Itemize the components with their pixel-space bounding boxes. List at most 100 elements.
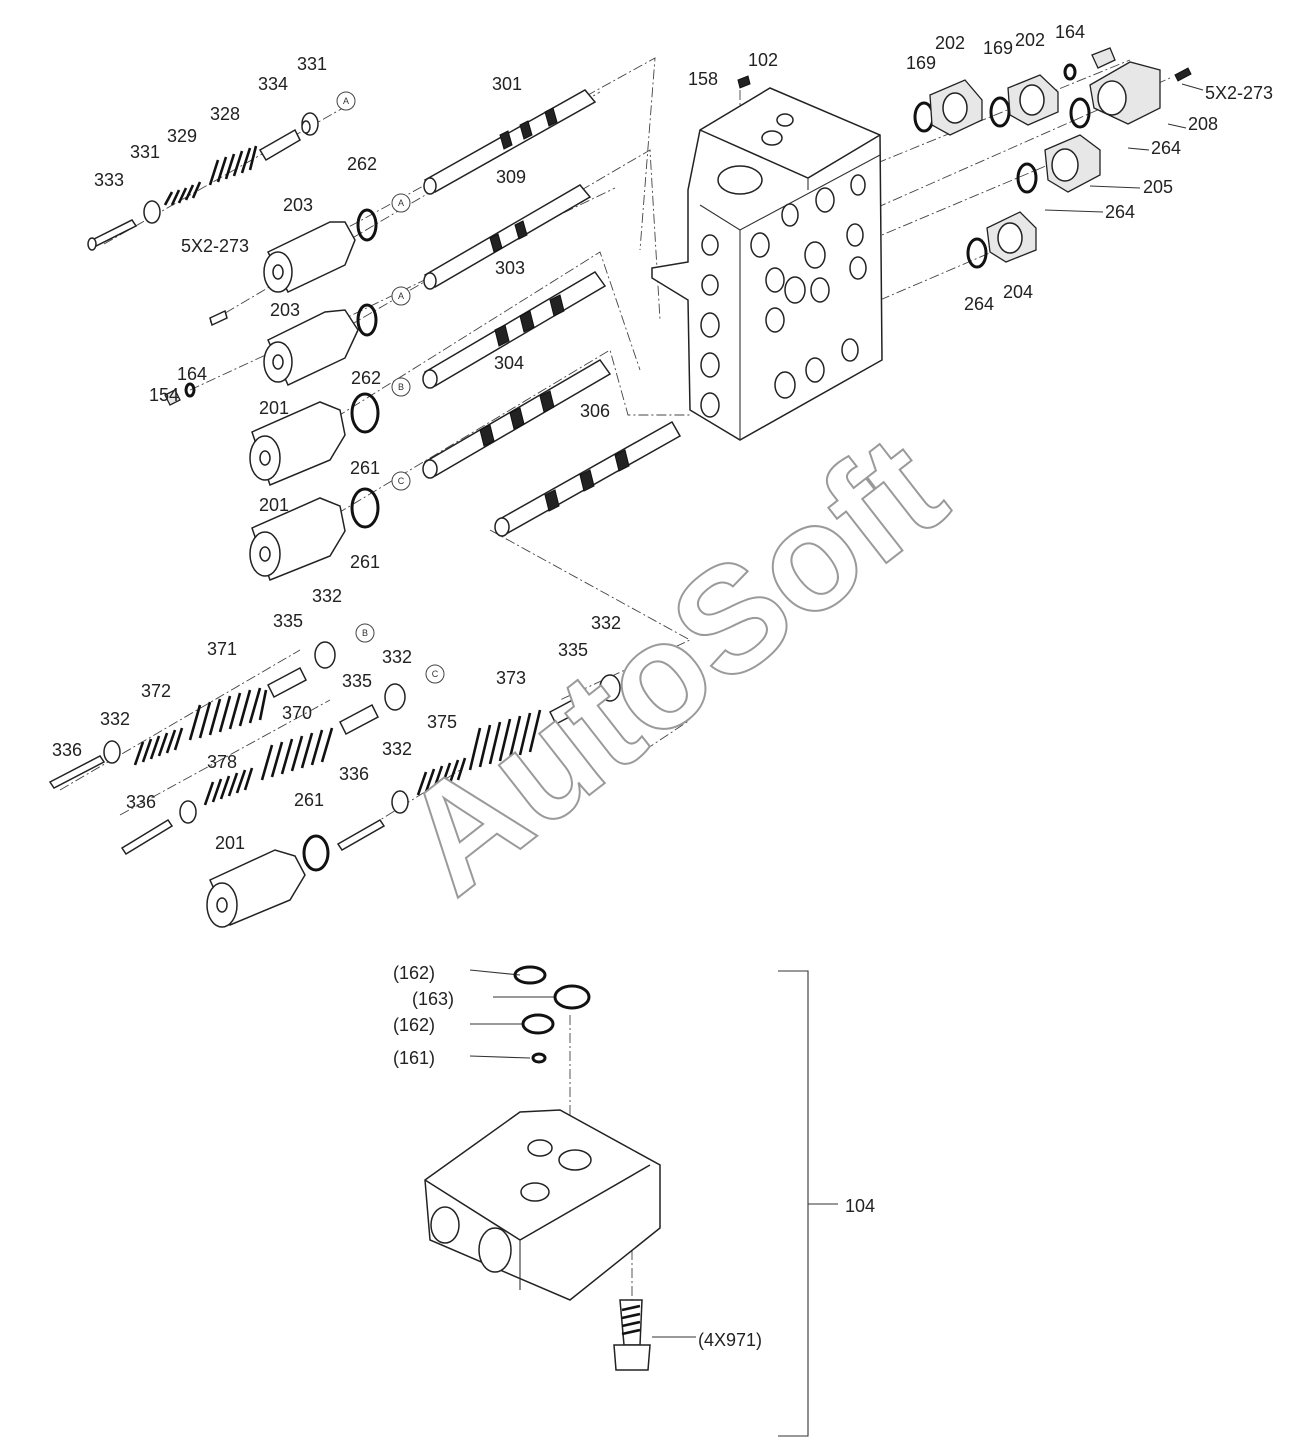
circle-tag: A [391, 286, 411, 306]
callout-label: 264 [964, 294, 994, 314]
callout-label: 375 [427, 712, 457, 732]
callout-label: 372 [141, 681, 171, 701]
callout-label: 201 [259, 398, 289, 418]
circle-tag-letter: C [398, 476, 405, 486]
callout-label: (162) [393, 1015, 435, 1035]
callout-label: 334 [258, 74, 288, 94]
callout-label: 164 [177, 364, 207, 384]
part-callouts: 331 334 328 329 331 333 301 262 309 203 5X2-273 303… [52, 22, 1273, 1350]
callout-label: 331 [297, 54, 327, 74]
callout-label: 201 [259, 495, 289, 515]
callout-label: 262 [347, 154, 377, 174]
callout-label: 331 [130, 142, 160, 162]
callout-label: 336 [339, 764, 369, 784]
circle-tag-letter: A [343, 96, 349, 106]
callout-label: (4X971) [698, 1330, 762, 1350]
callout-label: 332 [382, 739, 412, 759]
circle-tag-letter: A [398, 198, 404, 208]
callout-label: 204 [1003, 282, 1033, 302]
circle-tag: A [391, 193, 411, 213]
valve-body-102 [651, 87, 883, 441]
circle-tag: A [336, 91, 356, 111]
right-side-covers [737, 47, 1192, 269]
spool-303 [422, 271, 607, 389]
circle-reference-tags: A A A B C B C [336, 91, 445, 684]
callout-label: 335 [558, 640, 588, 660]
callout-label: 335 [273, 611, 303, 631]
subassembly-104 [424, 965, 661, 1371]
callout-label: 378 [207, 752, 237, 772]
callout-label: 5X2-273 [1205, 83, 1273, 103]
callout-label: 202 [1015, 30, 1045, 50]
callout-label: 332 [100, 709, 130, 729]
callout-label: 373 [496, 668, 526, 688]
spool-306 [494, 420, 682, 537]
callout-label: (161) [393, 1048, 435, 1068]
callout-label: 208 [1188, 114, 1218, 134]
callout-label: 332 [382, 647, 412, 667]
solenoids-upper [164, 208, 380, 581]
callout-label: 158 [688, 69, 718, 89]
callout-label: 203 [270, 300, 300, 320]
circle-tag: C [391, 471, 411, 491]
circle-tag-ring [391, 377, 411, 397]
callout-label: 336 [52, 740, 82, 760]
circle-tag-ring [336, 91, 356, 111]
callout-label: 102 [748, 50, 778, 70]
body-ports [700, 174, 867, 418]
callout-label: 202 [935, 33, 965, 53]
callout-label: 261 [350, 552, 380, 572]
lower-parts [48, 641, 621, 928]
upper-left-parts [87, 112, 319, 251]
callout-label: 329 [167, 126, 197, 146]
circle-tag-letter: A [398, 291, 404, 301]
callout-label: 169 [906, 53, 936, 73]
callout-label: 201 [215, 833, 245, 853]
spool-301 [423, 89, 597, 195]
spools [422, 89, 682, 537]
circle-tag-ring [391, 286, 411, 306]
circle-tag-ring [391, 193, 411, 213]
callout-label: 169 [983, 38, 1013, 58]
callout-label: 336 [126, 792, 156, 812]
callout-label: 104 [845, 1196, 875, 1216]
callout-label: 154 [149, 385, 179, 405]
circle-tag: B [355, 623, 375, 643]
callout-label: 261 [350, 458, 380, 478]
circle-tag-ring [425, 664, 445, 684]
spool-309 [423, 184, 592, 290]
callout-label: 370 [282, 703, 312, 723]
callout-label: 371 [207, 639, 237, 659]
callout-label: (162) [393, 963, 435, 983]
circle-tag: C [425, 664, 445, 684]
circle-tag-ring [391, 471, 411, 491]
callout-label: 303 [495, 258, 525, 278]
circle-tag-letter: C [432, 669, 439, 679]
callout-label: 335 [342, 671, 372, 691]
callout-label: (163) [412, 989, 454, 1009]
circle-tag-letter: B [362, 628, 368, 638]
callout-label: 333 [94, 170, 124, 190]
callout-label: 262 [351, 368, 381, 388]
callout-label: 309 [496, 167, 526, 187]
callout-label: 301 [492, 74, 522, 94]
circle-tag: B [391, 377, 411, 397]
callout-label: 328 [210, 104, 240, 124]
callout-label: 164 [1055, 22, 1085, 42]
callout-label: 306 [580, 401, 610, 421]
callout-label: 205 [1143, 177, 1173, 197]
callout-label: 5X2-273 [181, 236, 249, 256]
watermark: AutoSoft [371, 403, 973, 925]
callout-label: 203 [283, 195, 313, 215]
callout-label: 261 [294, 790, 324, 810]
callout-label: 332 [591, 613, 621, 633]
callout-label: 304 [494, 353, 524, 373]
callout-label: 264 [1151, 138, 1181, 158]
callout-label: 264 [1105, 202, 1135, 222]
leader-lines [469, 83, 1204, 1437]
circle-tag-letter: B [398, 382, 404, 392]
spool-304 [422, 359, 612, 479]
callout-label: 332 [312, 586, 342, 606]
circle-tag-ring [355, 623, 375, 643]
